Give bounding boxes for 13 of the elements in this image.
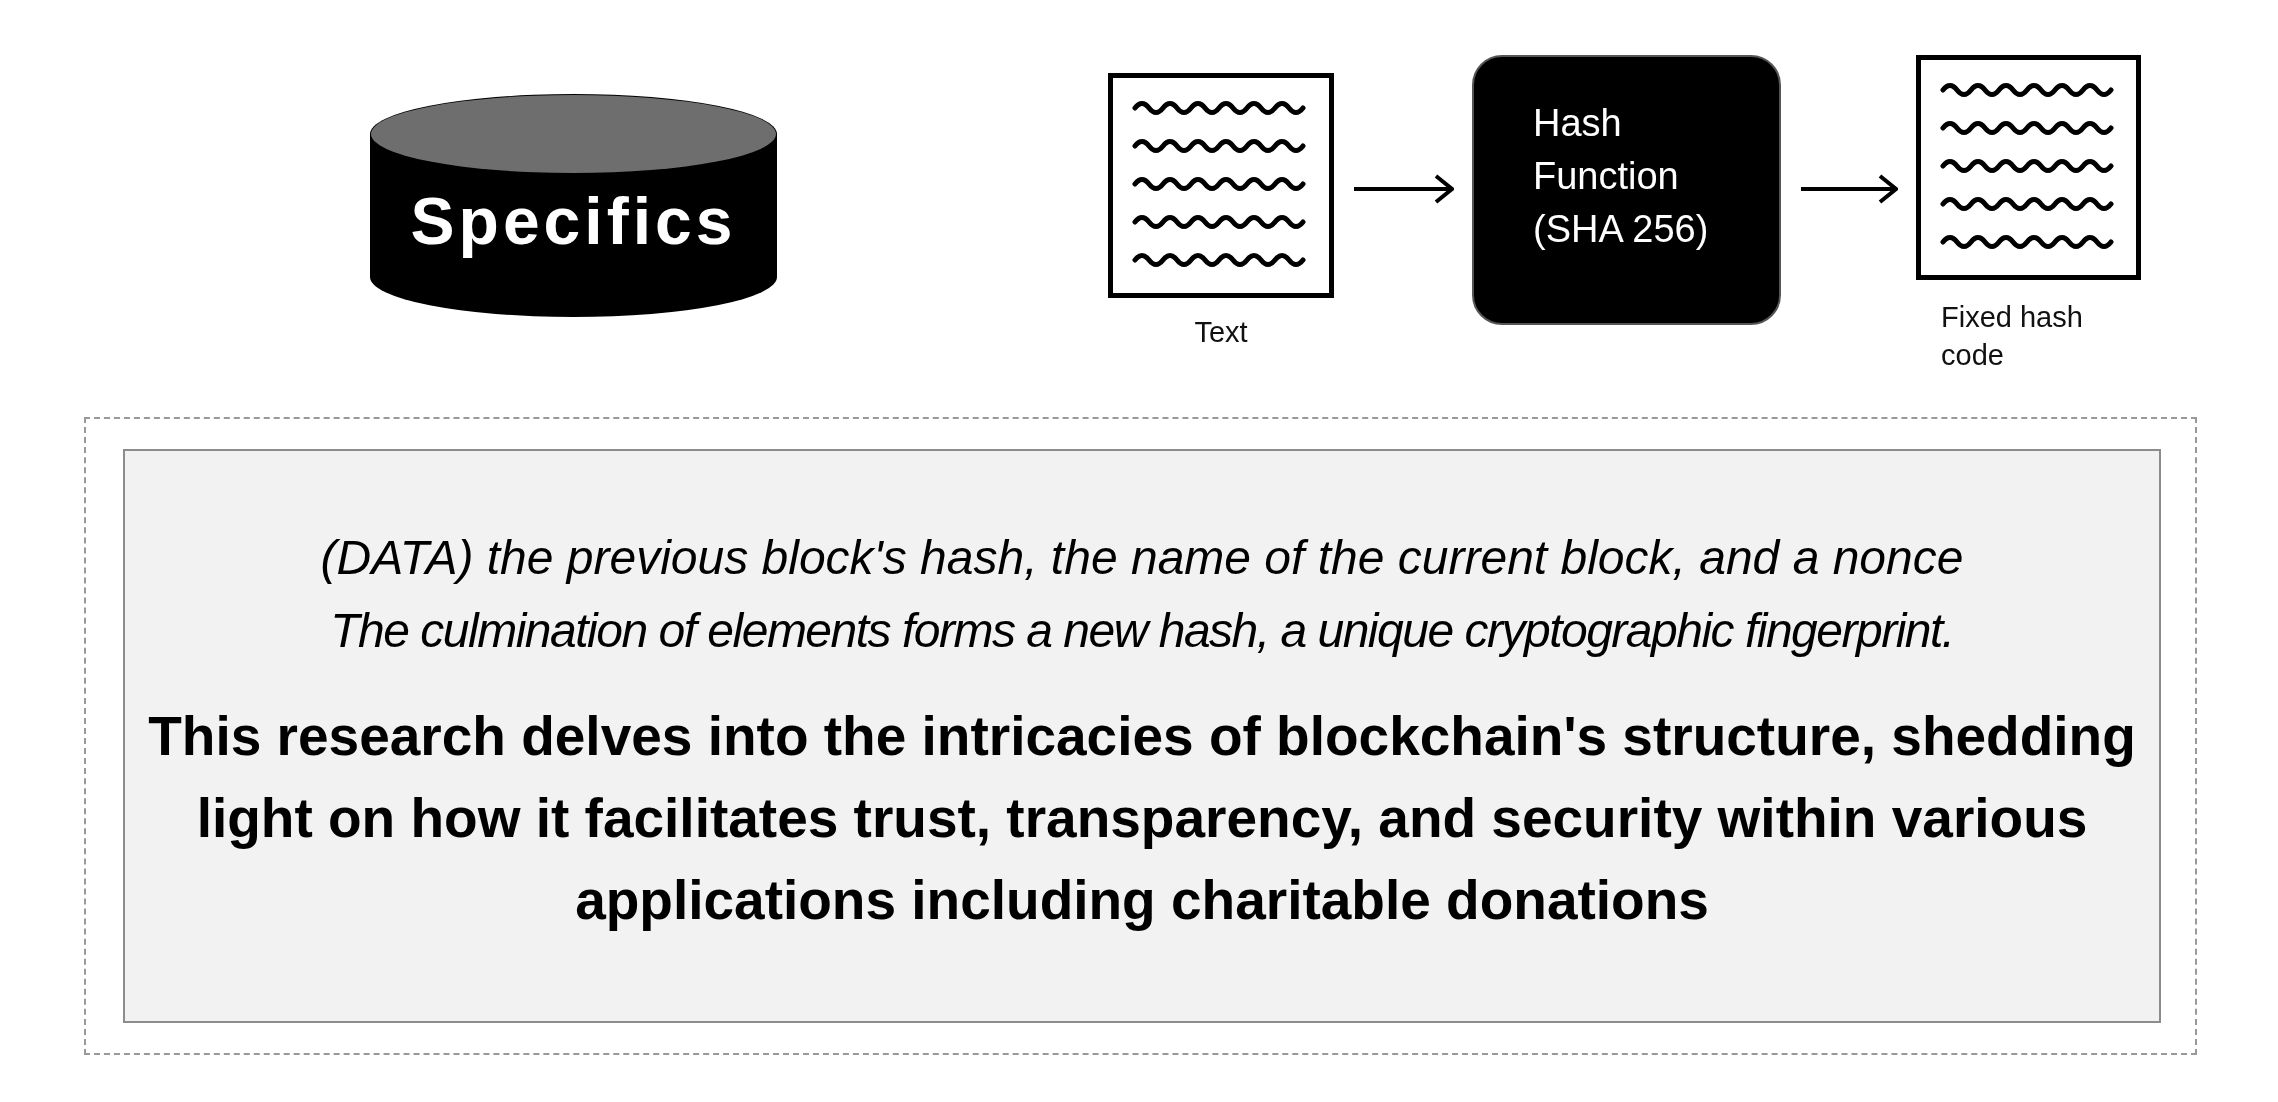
arrow bbox=[1354, 174, 1454, 204]
document-drawing bbox=[1916, 55, 2141, 280]
database-cylinder bbox=[370, 94, 777, 317]
arrow bbox=[1801, 174, 1898, 204]
italic-note: The culmination of elements forms a new hash, a unique cryptographic fingerprint. bbox=[330, 603, 1954, 659]
document-drawing bbox=[1108, 73, 1334, 298]
box-label: Hash Function (SHA 256) bbox=[1533, 101, 1710, 252]
hash-function-box bbox=[1472, 55, 1781, 325]
document-label: Text bbox=[1193, 315, 1249, 350]
document-label: Fixed hash code bbox=[1941, 300, 2084, 373]
italic-note: (DATA) the previous block's hash, the name of the current block, and a nonce bbox=[320, 530, 1964, 586]
cylinder-label: Specifics bbox=[410, 182, 737, 259]
summary-paragraph: This research delves into the intricacies of blockchain's structure, shedding light on how it facilitates trust, transparency, and security within various applications including charitable donations bbox=[147, 704, 2137, 933]
